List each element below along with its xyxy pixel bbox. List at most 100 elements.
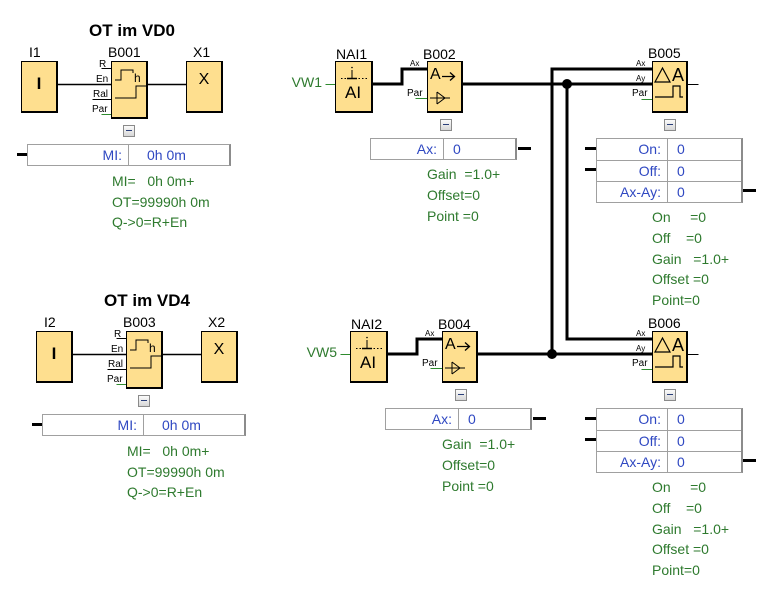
parameter-table[interactable]: Ax: 0 xyxy=(385,408,532,430)
table-cell-label: Off: xyxy=(597,161,668,181)
param-line: OT=99990h 0m xyxy=(112,193,210,210)
pin-label-ay: Ay xyxy=(636,74,646,83)
junction-dot xyxy=(562,79,572,89)
wire-nai1-b002[interactable] xyxy=(371,67,429,86)
collapse-button[interactable] xyxy=(138,395,150,407)
pin-label-ral: Ral xyxy=(108,359,124,370)
parameter-table[interactable]: MI: 0h 0m xyxy=(27,144,231,166)
param-line: Gain =1.0+ xyxy=(427,166,501,182)
param-line: Off =0 xyxy=(652,499,702,516)
param-line: Offset=0 xyxy=(427,187,481,203)
table-row: On: 0 xyxy=(597,139,741,160)
minus-icon xyxy=(667,394,673,395)
network-analog-input-block[interactable]: AI xyxy=(350,331,388,383)
network-analog-input-block[interactable]: AI xyxy=(335,61,373,113)
digital-input-block[interactable]: I xyxy=(21,61,58,113)
pin-label-ral: Ral xyxy=(93,89,109,100)
analog-input-glyph: AI xyxy=(345,83,362,102)
param-line: MI= 0h 0m+ xyxy=(127,443,210,459)
collapse-button[interactable] xyxy=(440,119,452,131)
collapse-button[interactable] xyxy=(664,119,676,131)
param-line: Point =0 xyxy=(427,208,479,224)
pin-label-par: Par xyxy=(422,358,438,369)
amplifier-glyph: A xyxy=(430,66,441,83)
output-label: X1 xyxy=(193,44,211,60)
hours-unit-glyph: h xyxy=(149,341,156,355)
amplifier-label: B002 xyxy=(423,46,456,62)
pin-label-ay: Ay xyxy=(636,344,646,353)
parameter-table[interactable]: Ax: 0 xyxy=(370,138,517,160)
analog-amplifier-block[interactable]: A xyxy=(427,61,463,113)
table-row: Ax: 0 xyxy=(371,139,515,160)
open-connector-block[interactable]: X xyxy=(201,331,238,383)
pin-label-r: R xyxy=(99,59,107,70)
digital-input-block[interactable]: I xyxy=(36,331,73,383)
table-cell-value: 0h 0m xyxy=(162,417,201,433)
collapse-button[interactable] xyxy=(455,389,467,401)
variable-label: VW5 xyxy=(306,344,337,360)
param-line: Q->0=R+En xyxy=(127,484,203,500)
wire-b004-b005-ax[interactable] xyxy=(550,67,654,356)
analog-input-icon xyxy=(356,336,384,350)
parameter-table[interactable]: MI: 0h 0m xyxy=(42,414,246,436)
minus-icon xyxy=(667,124,673,125)
param-line: Point=0 xyxy=(652,562,700,578)
analog-amplifier-block[interactable]: A xyxy=(442,331,478,383)
group-title: OT im VD0 xyxy=(89,21,175,40)
param-line: Offset=0 xyxy=(442,457,496,473)
collapse-button[interactable] xyxy=(123,125,135,137)
pin-label-par: Par xyxy=(632,88,648,99)
connector-glyph-icon: X xyxy=(213,341,225,358)
table-cell-label: MI: xyxy=(43,415,144,436)
parameter-list: Gain =1.0+ Offset=0 Point =0 xyxy=(427,164,500,227)
parameter-table[interactable]: On: 0 Off: 0 Ax-Ay: 0 xyxy=(596,138,743,203)
parameter-list: Gain =1.0+ Offset=0 Point =0 xyxy=(442,434,515,497)
wire-nai2-b004[interactable] xyxy=(386,337,444,356)
group-title: OT im VD4 xyxy=(104,291,190,310)
param-line: Q->0=R+En xyxy=(112,214,188,230)
pin-label-ax: Ax xyxy=(410,59,420,68)
hours-counter-block[interactable]: h xyxy=(111,61,148,119)
table-cell-label: MI: xyxy=(28,145,129,166)
analog-input-label: NAI2 xyxy=(351,316,383,332)
analog-differential-trigger-block[interactable]: A xyxy=(652,61,688,113)
output-label: X2 xyxy=(208,314,226,330)
table-row: Off: 0 xyxy=(597,160,741,181)
parameter-list: MI= 0h 0m+ OT=99990h 0m Q->0=R+En xyxy=(127,441,225,503)
table-cell-label: On: xyxy=(597,409,668,430)
collapse-button[interactable] xyxy=(664,389,676,401)
table-cell-value: 0 xyxy=(468,411,476,427)
analog-input-label: NAI1 xyxy=(336,46,368,62)
amplifier-icon xyxy=(430,72,456,105)
table-row: Ax: 0 xyxy=(386,409,530,430)
input-glyph-icon: I xyxy=(36,74,42,93)
table-row: MI: 0h 0m xyxy=(43,415,244,436)
parameter-list: On =0 Off =0 Gain =1.0+ Offset =0 Point=… xyxy=(652,207,729,311)
hours-counter-block[interactable]: h xyxy=(126,331,163,389)
table-cell-value: 0 xyxy=(677,454,685,470)
amplifier-icon xyxy=(445,342,471,375)
pin-label-r: R xyxy=(114,329,122,340)
amplifier-label: B004 xyxy=(438,316,471,332)
connector-glyph-icon: X xyxy=(198,71,210,88)
table-cell-label: Ax-Ay: xyxy=(597,452,668,472)
pin-label-par: Par xyxy=(632,358,648,369)
block-label: B003 xyxy=(123,314,156,330)
parameter-table[interactable]: On: 0 Off: 0 Ax-Ay: 0 xyxy=(596,408,743,473)
table-cell-value: 0 xyxy=(453,141,461,157)
block-label: B001 xyxy=(108,44,141,60)
analog-input-glyph: AI xyxy=(360,353,377,372)
param-line: MI= 0h 0m+ xyxy=(112,173,195,189)
input-label: I2 xyxy=(44,314,56,330)
input-glyph-icon: I xyxy=(51,344,57,363)
param-line: OT=99990h 0m xyxy=(127,463,225,480)
wire-b002-b006-ax[interactable] xyxy=(565,82,654,341)
analog-differential-trigger-block[interactable]: A xyxy=(652,331,688,383)
minus-icon xyxy=(126,130,132,131)
parameter-list: On =0 Off =0 Gain =1.0+ Offset =0 Point=… xyxy=(652,477,729,581)
open-connector-block[interactable]: X xyxy=(186,61,223,113)
input-label: I1 xyxy=(29,44,41,60)
table-row: Off: 0 xyxy=(597,430,741,451)
